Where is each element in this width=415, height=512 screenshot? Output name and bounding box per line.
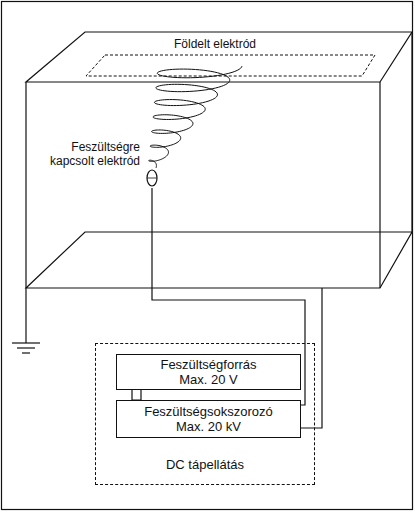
ground-wire	[25, 82, 26, 343]
node-text: Feszültségsokszorozó Max. 20 kV	[136, 404, 282, 434]
node-text: Feszültségforrás Max. 20 V	[150, 357, 268, 387]
hv-electrode	[147, 170, 157, 186]
voltage-source-box: Feszültségforrás Max. 20 V	[116, 354, 301, 390]
electrode-label: Földelt elektród	[100, 37, 330, 51]
ground-symbol	[17, 347, 35, 348]
voltage-multiplier-box: Feszültségsokszorozó Max. 20 kV	[116, 400, 301, 438]
plane	[26, 232, 412, 288]
return-wire	[300, 288, 322, 428]
discharge-spiral	[149, 66, 242, 168]
ground-symbol	[22, 352, 30, 353]
electrode-label: Feszültségre kapcsolt elektród	[34, 140, 140, 168]
power-supply-group: Feszültségforrás Max. 20 V Feszültségsoks…	[95, 343, 315, 485]
ground-symbol	[12, 342, 40, 343]
node-text: DC tápellátás	[105, 457, 305, 472]
box-edge	[379, 82, 380, 288]
box-edge	[411, 32, 412, 232]
hv-electrode	[147, 178, 157, 179]
connector	[132, 390, 141, 400]
top-face	[26, 32, 412, 82]
